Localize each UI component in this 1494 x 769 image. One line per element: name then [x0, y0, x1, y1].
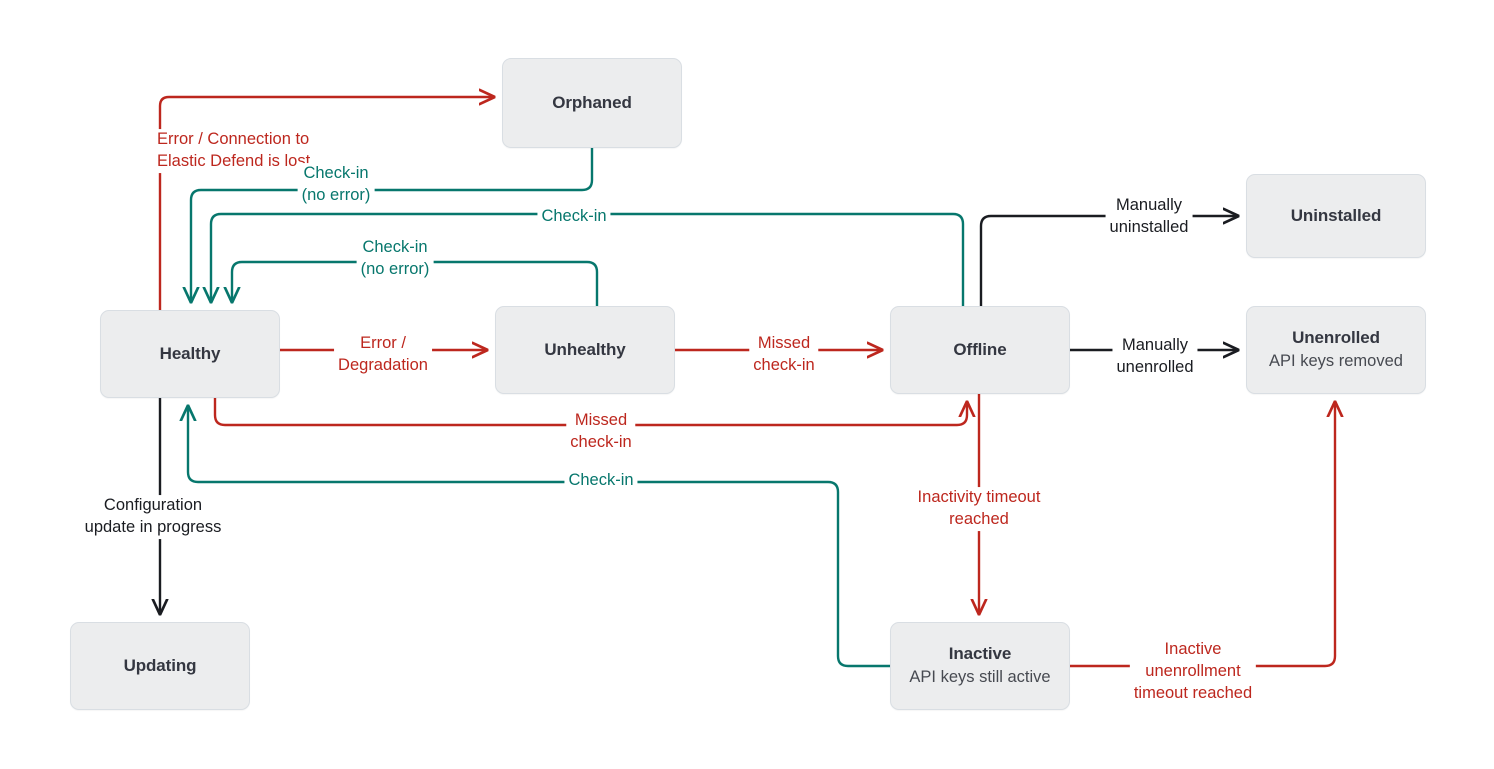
edge-label-healthy-to-offline: Missed check-in: [566, 410, 636, 454]
node-offline-title: Offline: [953, 340, 1007, 360]
edge-label-offline-to-inactive: Inactivity timeout reached: [913, 487, 1045, 531]
node-orphaned-title: Orphaned: [552, 93, 632, 113]
node-updating[interactable]: Updating: [70, 622, 250, 710]
node-orphaned[interactable]: Orphaned: [502, 58, 682, 148]
node-healthy[interactable]: Healthy: [100, 310, 280, 398]
edge-label-unhealthy-to-healthy: Check-in (no error): [356, 237, 434, 281]
node-inactive-subtitle: API keys still active: [909, 668, 1051, 687]
node-inactive[interactable]: Inactive API keys still active: [890, 622, 1070, 710]
edge-label-healthy-to-updating: Configuration update in progress: [80, 495, 226, 539]
edge-label-orphaned-to-healthy: Check-in (no error): [297, 163, 375, 207]
edge-label-inactive-to-unenrolled: Inactive unenrollment timeout reached: [1129, 639, 1257, 705]
node-updating-title: Updating: [123, 656, 197, 676]
edge-inactive-to-healthy: [188, 406, 890, 668]
edge-orphaned-to-healthy: [191, 148, 594, 302]
node-inactive-title: Inactive: [948, 644, 1012, 664]
edge-label-offline-to-unenrolled: Manually unenrolled: [1112, 335, 1198, 379]
edge-label-inactive-to-healthy: Check-in: [564, 470, 638, 492]
edge-label-healthy-to-unhealthy: Error / Degradation: [334, 333, 432, 377]
edge-offline-to-uninstalled: [979, 216, 1238, 306]
node-unenrolled-subtitle: API keys removed: [1269, 352, 1403, 371]
edge-healthy-to-orphaned: [158, 97, 494, 310]
edge-label-healthy-to-orphaned: Error / Connection to Elastic Defend is …: [153, 129, 315, 173]
node-unenrolled-title: Unenrolled: [1292, 328, 1380, 348]
node-unhealthy-title: Unhealthy: [544, 340, 626, 360]
node-healthy-title: Healthy: [159, 344, 221, 364]
edge-label-unhealthy-to-offline: Missed check-in: [749, 333, 819, 377]
edge-label-offline-to-healthy-checkin: Check-in: [537, 206, 611, 228]
node-offline[interactable]: Offline: [890, 306, 1070, 394]
node-uninstalled-title: Uninstalled: [1290, 206, 1382, 226]
edge-inactive-to-unenrolled: [1070, 402, 1335, 668]
node-uninstalled[interactable]: Uninstalled: [1246, 174, 1426, 258]
edge-label-offline-to-uninstalled: Manually uninstalled: [1105, 195, 1193, 239]
node-unhealthy[interactable]: Unhealthy: [495, 306, 675, 394]
node-unenrolled[interactable]: Unenrolled API keys removed: [1246, 306, 1426, 394]
